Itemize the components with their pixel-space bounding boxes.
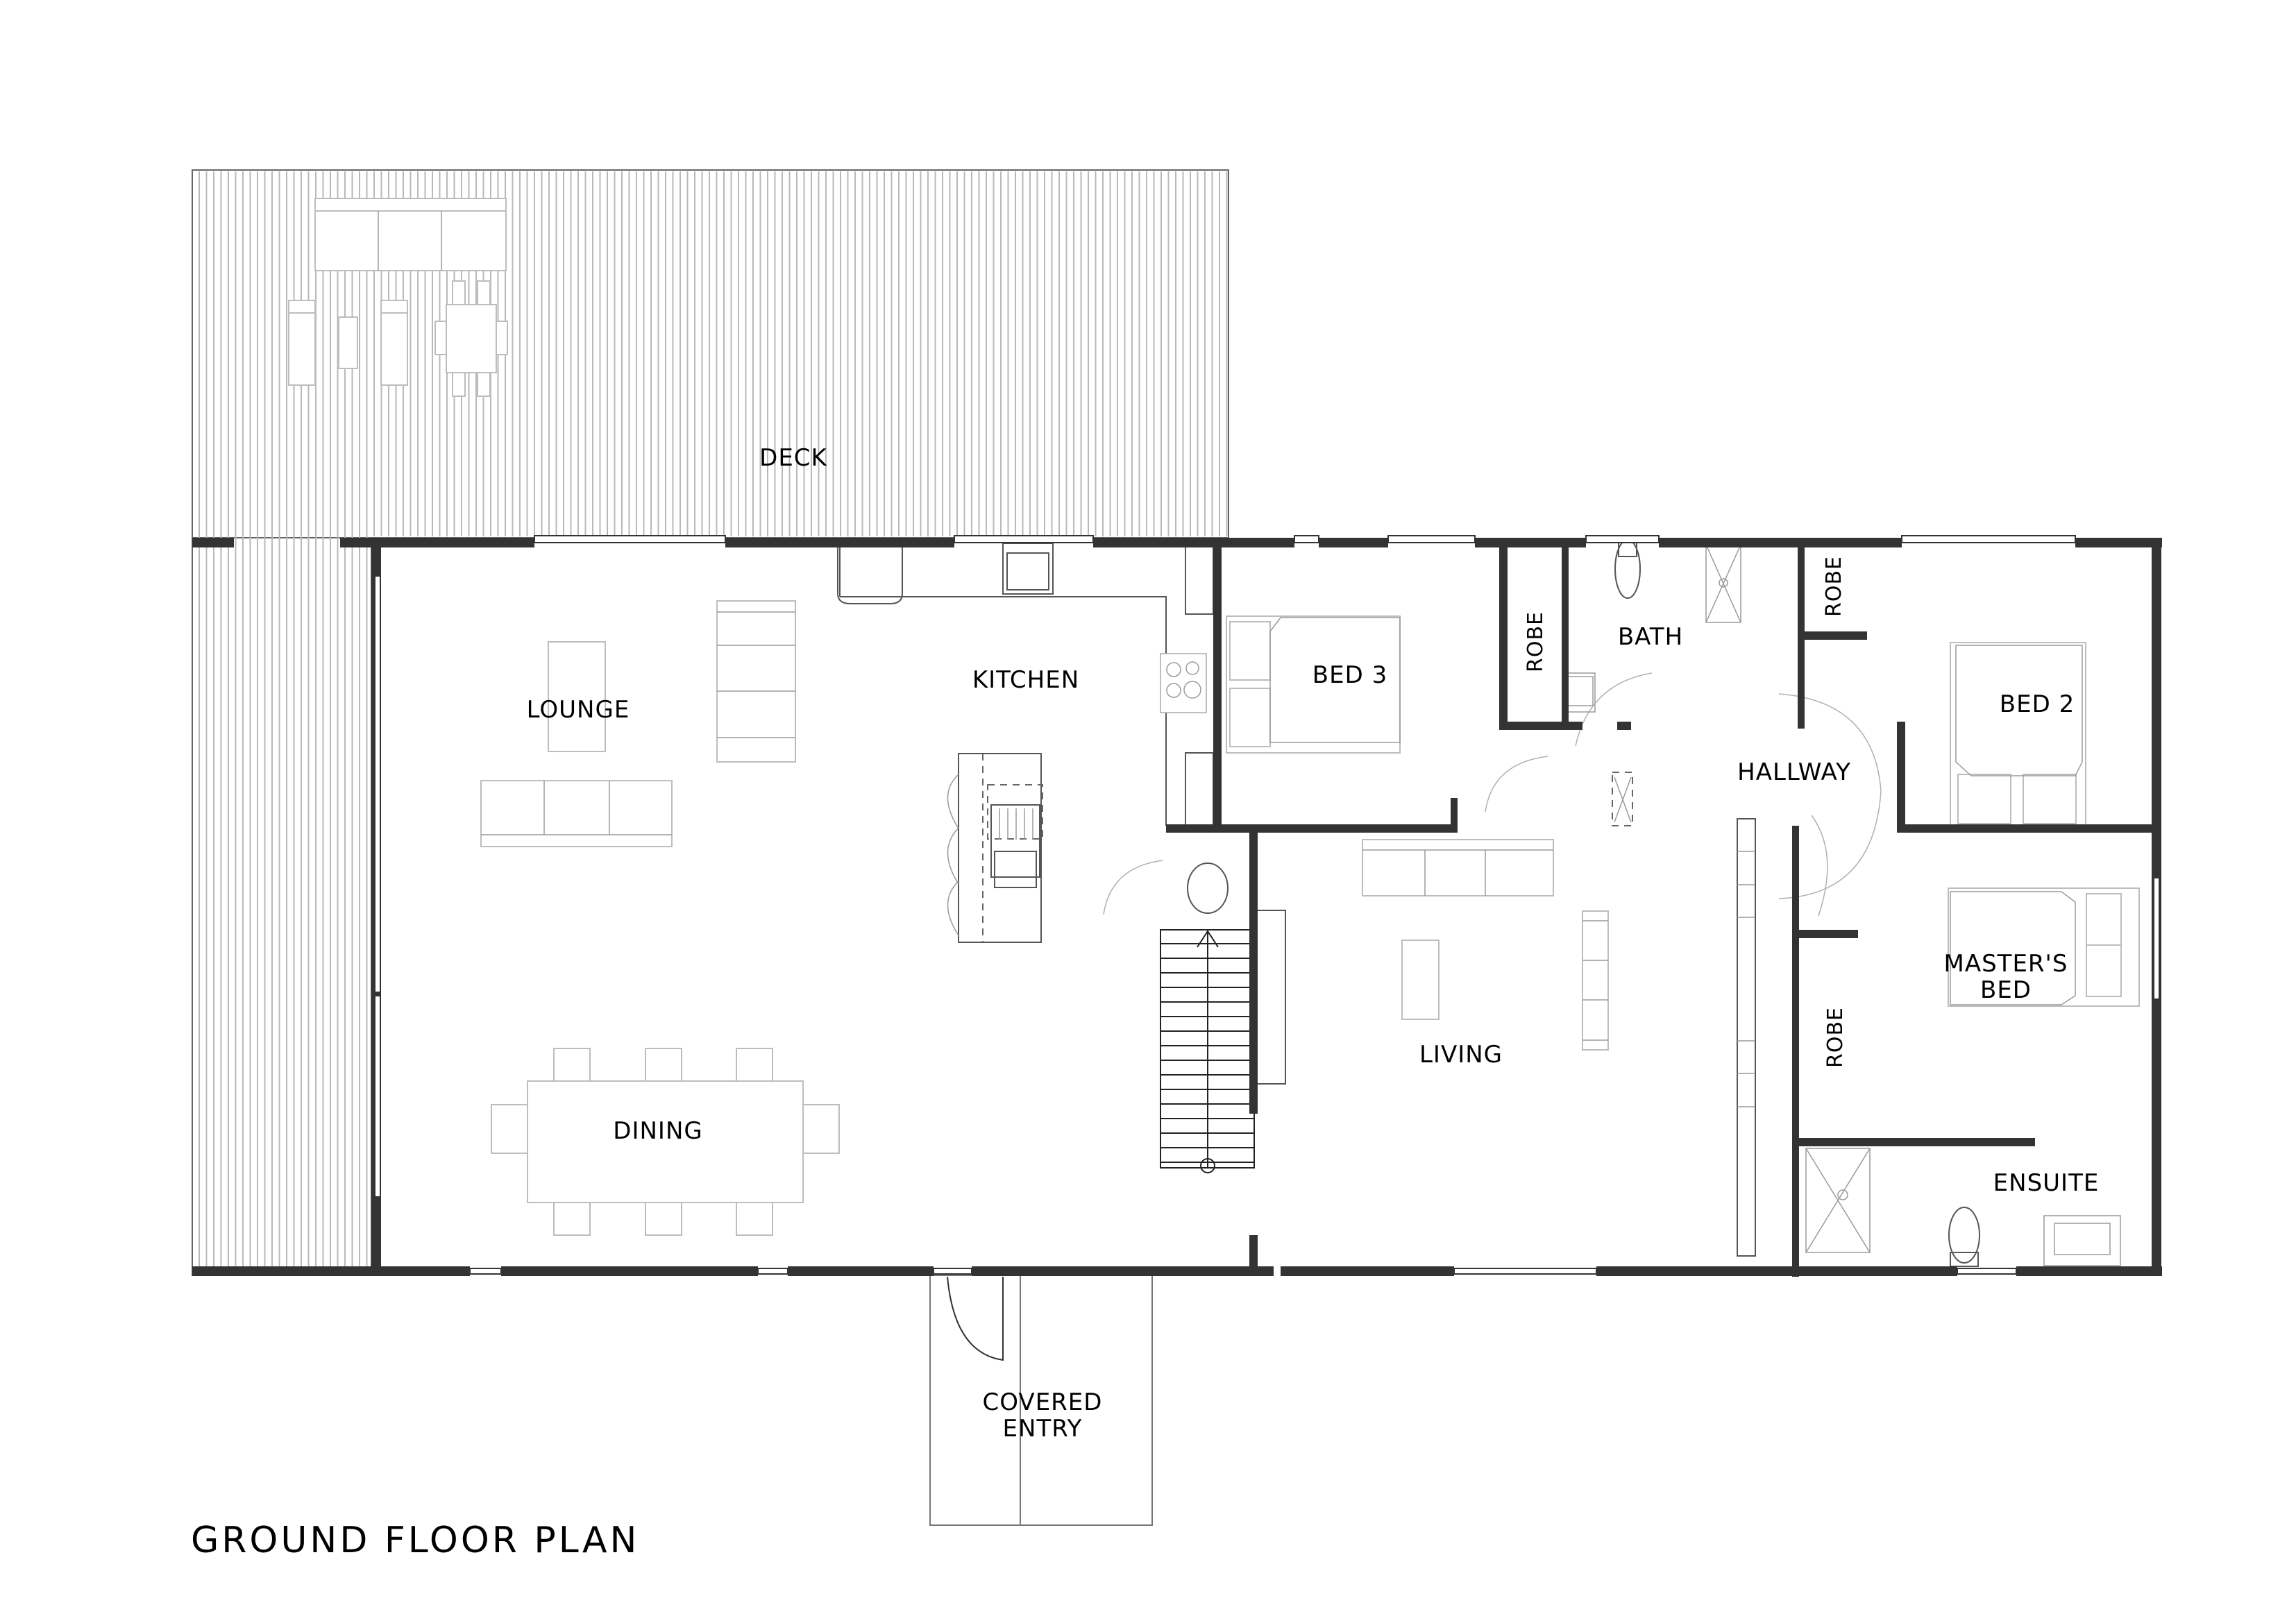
toilet-icon [1948, 1207, 1980, 1267]
room-label-dining: DINING [613, 1117, 703, 1145]
room-label-robe-bed3: ROBE [1523, 611, 1548, 672]
deck-furniture [288, 198, 508, 397]
room-label-bed2: BED 2 [1999, 690, 2075, 718]
room-label-ensuite: ENSUITE [1993, 1169, 2100, 1197]
room-label-hallway: HALLWAY [1737, 758, 1851, 786]
stair-icon [1160, 910, 1286, 1173]
room-label-living: LIVING [1419, 1041, 1503, 1069]
room-label-robe-bed2: ROBE [1822, 556, 1846, 617]
room-label-bath: BATH [1617, 623, 1684, 651]
room-label-lounge: LOUNGE [526, 696, 630, 724]
room-label-bed3: BED 3 [1312, 661, 1388, 689]
shower-icon [1805, 1148, 1871, 1253]
door-swing-icon [947, 672, 1882, 1361]
walls [192, 538, 2162, 1277]
cooktop-icon [1160, 653, 1207, 713]
plan-title: GROUND FLOOR PLAN [191, 1520, 640, 1561]
window-icon [374, 535, 2160, 1275]
room-label-deck: DECK [759, 444, 827, 472]
interior-furniture [480, 539, 2140, 1526]
room-label-masters-bed: MASTER'S BED [1943, 950, 2068, 1004]
room-label-covered-entry: COVERED ENTRY [982, 1388, 1103, 1443]
room-label-robe-master: ROBE [1823, 1007, 1848, 1068]
room-label-kitchen: KITCHEN [972, 666, 1080, 694]
